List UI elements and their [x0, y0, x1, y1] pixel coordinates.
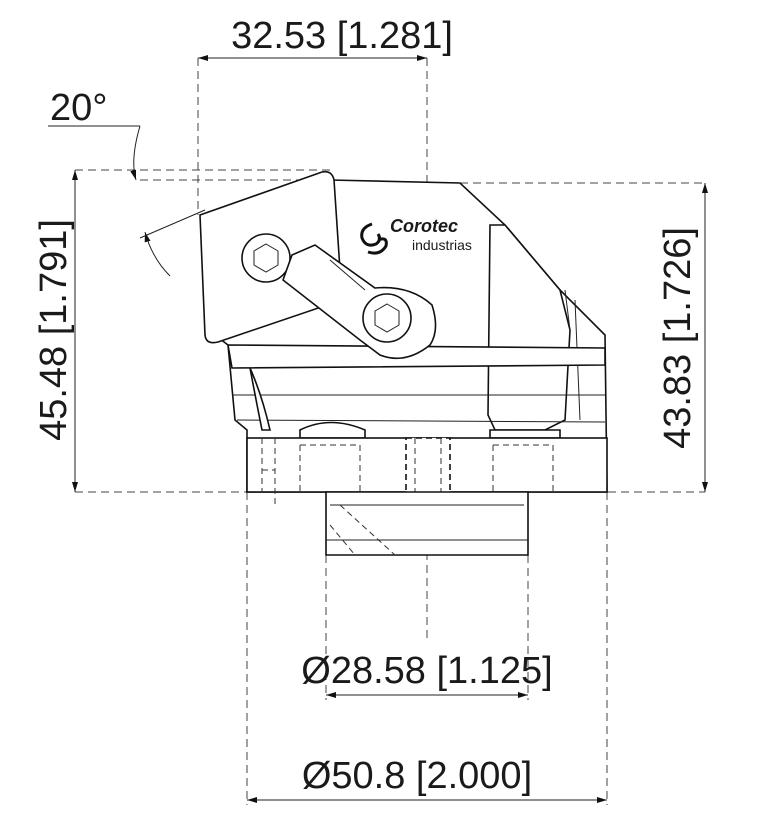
inner-diameter-dimension: Ø28.58 [1.125] [301, 650, 552, 692]
shank [325, 491, 529, 556]
right-height-dimension: 43.83 [1.726] [657, 227, 699, 449]
cutting-insert [199, 170, 343, 344]
outer-diameter-dimension: Ø50.8 [2.000] [302, 755, 532, 797]
dimension-labels: 32.53 [1.281] 20° 45.48 [1.791] 43.83 [1… [33, 15, 699, 797]
swirl-logo-icon [360, 222, 388, 255]
insert-clamp [282, 244, 437, 360]
top-width-dimension: 32.53 [1.281] [231, 15, 453, 57]
corotec-logo: Corotec industrias [360, 216, 472, 255]
left-height-dimension: 45.48 [1.791] [33, 219, 75, 441]
logo-subtitle: industrias [412, 237, 472, 253]
dimension-lines [48, 55, 708, 803]
logo-name: Corotec [390, 216, 458, 236]
angle-dimension: 20° [50, 87, 107, 129]
